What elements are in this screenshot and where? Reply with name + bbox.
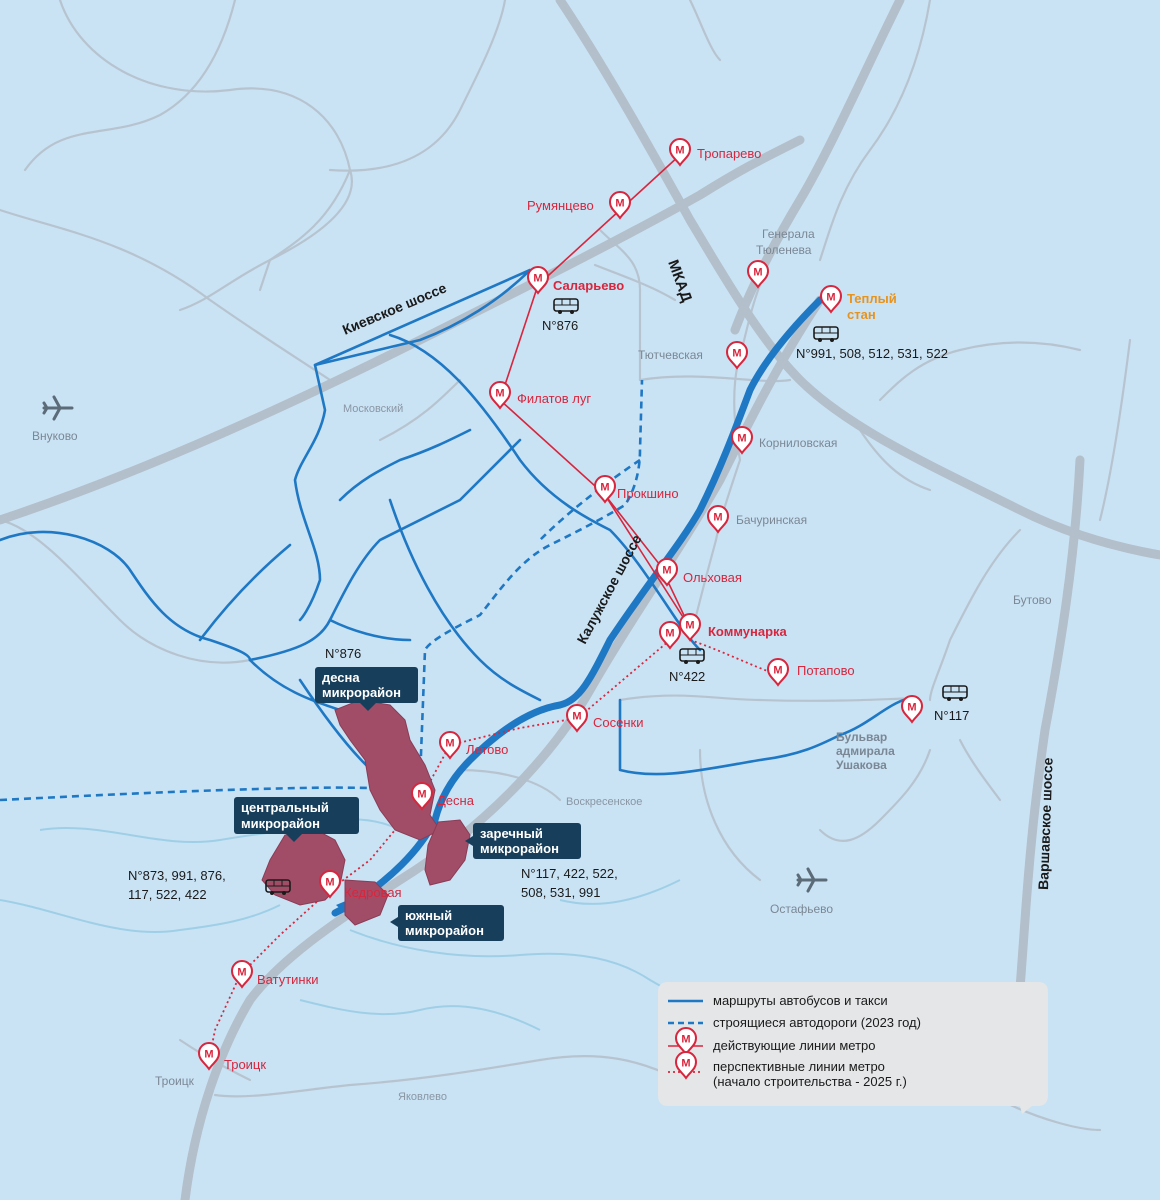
vatutinki-label: Ватутинки: [257, 972, 319, 987]
kornilovskaya-label: Корниловская: [759, 436, 837, 450]
teply-stan-label-2: стан: [847, 307, 876, 322]
vnukovo-label: Внуково: [32, 429, 78, 443]
kommunarka-label: Коммунарка: [708, 624, 788, 639]
central-bus-numbers-1: N°873, 991, 876,: [128, 868, 226, 883]
zarechny-district-label-1: заречный: [480, 826, 543, 841]
bulvar-bus-numbers: N°117: [934, 708, 969, 723]
moskovsky-label: Московский: [343, 403, 403, 415]
teply-stan-bus-numbers: N°991, 508, 512, 531, 522: [796, 346, 948, 361]
filatov-lug-label: Филатов луг: [517, 391, 591, 406]
salaryevo-bus-numbers: N°876: [542, 318, 578, 333]
desna-bus-numbers: N°876: [325, 646, 361, 661]
legend-metro-future-1: перспективные линии метро: [713, 1059, 885, 1074]
teply-stan-label-1: Теплый: [847, 291, 897, 306]
butovo-label: Бутово: [1013, 593, 1052, 607]
bulvar-label-2: адмирала: [836, 744, 895, 758]
tyutchevskaya-label: Тютчевская: [638, 348, 703, 362]
letovo-label: Летово: [466, 742, 508, 757]
zarechny-district: [424, 819, 471, 886]
potapovo-label: Потапово: [797, 663, 855, 678]
kommunarka-bus-numbers: N°422: [669, 669, 705, 684]
troitsk-metro-label: Троицк: [224, 1057, 266, 1072]
minor-roads: [0, 0, 1132, 1132]
central-district-label: центральный микрорайон: [234, 797, 359, 842]
construction-roads: [0, 379, 644, 802]
yakovlevo-label: Яковлево: [398, 1091, 447, 1103]
zarechny-bus-numbers-2: 508, 531, 991: [521, 885, 601, 900]
kaluzhskoe-route: [331, 296, 824, 917]
bachurinskaya-label: Бачуринская: [736, 513, 807, 527]
legend-metro-active: действующие линии метро: [713, 1038, 876, 1053]
legend: маршруты автобусов и такси строящиеся ав…: [658, 982, 1048, 1114]
varshavskoe-label: Варшавское шоссе: [1035, 757, 1056, 890]
sosenki-label: Сосенки: [593, 715, 643, 730]
yuzhny-district-label: южный микрорайон: [390, 905, 504, 941]
kedrovaya-label: Кедровая: [344, 885, 402, 900]
zarechny-bus-numbers-1: N°117, 422, 522,: [521, 866, 618, 881]
legend-metro-future-2: (начало строительства - 2025 г.): [713, 1074, 907, 1089]
yuzhny-district-label-2: микрорайон: [405, 923, 484, 938]
central-bus-numbers-2: 117, 522, 422: [128, 887, 207, 902]
desna-district-label: десна микрорайон: [315, 667, 418, 711]
bulvar-label-1: Бульвар: [836, 730, 887, 744]
rumyantsevo-label: Румянцево: [527, 198, 594, 213]
desna-label: Десна: [437, 793, 475, 808]
legend-roads-construction: строящиеся автодороги (2023 год): [713, 1015, 921, 1030]
desna-district-label-1: десна: [322, 670, 360, 685]
central-district-label-1: центральный: [241, 800, 329, 815]
troparevo-label: Тропарево: [697, 146, 761, 161]
salaryevo-label: Саларьево: [553, 278, 624, 293]
zarechny-district-label-2: микрорайон: [480, 841, 559, 856]
olkhovaya-label: Ольховая: [683, 570, 742, 585]
voskresenskoe-label: Воскресенское: [566, 796, 642, 808]
legend-bus-routes: маршруты автобусов и такси: [713, 993, 888, 1008]
prokshino-label: Прокшино: [617, 486, 679, 501]
central-district-label-2: микрорайон: [241, 816, 320, 831]
ostafyevo-label: Остафьево: [770, 902, 833, 916]
yuzhny-district: [344, 879, 389, 926]
bulvar-label-3: Ушакова: [836, 758, 887, 772]
gen-tyuleneva-label-2: Тюленева: [756, 243, 812, 257]
yuzhny-district-label-1: южный: [405, 908, 452, 923]
bus-routes: [0, 268, 917, 802]
zarechny-district-label: заречный микрорайон: [465, 823, 581, 859]
desna-district-label-2: микрорайон: [322, 685, 401, 700]
troitsk-place-label: Троицк: [155, 1074, 195, 1088]
gen-tyuleneva-label-1: Генерала: [762, 227, 815, 241]
